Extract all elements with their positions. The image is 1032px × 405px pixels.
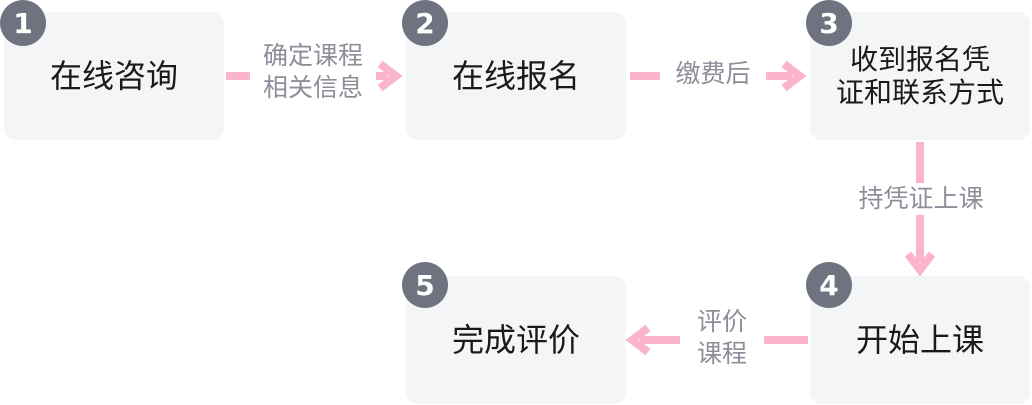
step-1-number-badge: 1 [0,0,46,46]
arrow-head [377,60,403,92]
step-4-number-badge: 4 [806,262,852,308]
step-5-box: 完成评价 [406,276,626,404]
connector-2-label: 缴费后 [660,58,766,90]
step-5-label: 完成评价 [451,320,580,359]
step-5-number-badge: 5 [402,262,448,308]
step-3-number-badge: 3 [806,0,852,46]
arrow-head [904,251,936,277]
connector-4-label: 评价 课程 [680,306,764,370]
arrow-head [781,60,807,92]
step-2-box: 在线报名 [406,12,626,140]
step-2-label: 在线报名 [451,56,580,95]
connector-1-label: 确定课程 相关信息 [250,40,376,104]
connector-3-label: 持凭证上课 [838,183,1004,215]
step-1-box: 在线咨询 [4,12,224,140]
step-2-number-badge: 2 [402,0,448,46]
step-4-label: 开始上课 [855,320,984,359]
step-3-label: 收到报名凭 证和联系方式 [835,42,1004,109]
arrow-head [625,324,651,356]
step-1-label: 在线咨询 [49,56,178,95]
